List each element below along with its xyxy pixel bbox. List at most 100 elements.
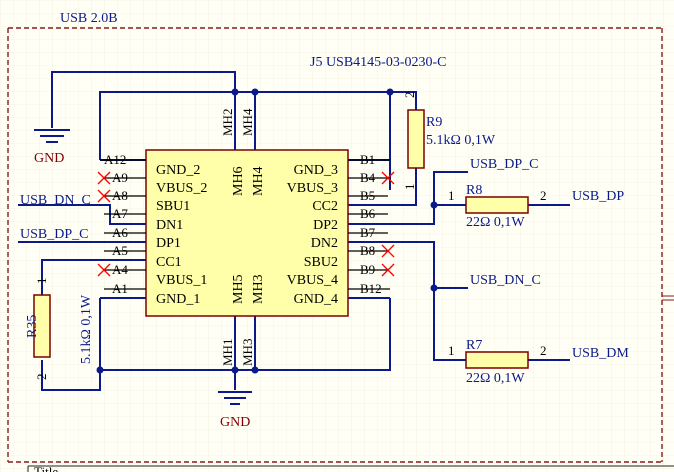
connector-body[interactable] [145, 149, 349, 317]
connector-designator-value: J5 USB4145-03-0230-C [310, 55, 447, 70]
junction [231, 88, 239, 96]
wire-a5 [41, 259, 146, 295]
r35-value: 5.1kΩ 0,1W [79, 294, 94, 364]
pin-name-cc1: CC1 [156, 255, 182, 270]
junction [96, 366, 104, 374]
resistor-r35[interactable] [33, 294, 51, 358]
pin-num-a9: A9 [112, 170, 128, 185]
r9-pin2: 2 [402, 92, 417, 99]
net-label-usb-dp-c-left[interactable]: USB_DP_C [20, 227, 88, 242]
title-block-label: Title [34, 464, 58, 472]
top-pin-mh4: MH4 [240, 108, 255, 136]
sheet-region-border [7, 27, 663, 463]
pin-num-b9: B9 [360, 262, 375, 277]
gnd-symbol-bottom [218, 391, 252, 405]
net-label-usb-dn-c-left[interactable]: USB_DN_C [20, 193, 91, 208]
r8-ref: R8 [466, 183, 482, 198]
net-label-usb-dp[interactable]: USB_DP [572, 189, 624, 204]
pin-num-a4: A4 [112, 262, 128, 277]
net-label-usb-dp-c-right[interactable]: USB_DP_C [470, 157, 538, 172]
no-connect-markers [97, 171, 395, 277]
junction [231, 366, 239, 374]
pin-name-vbus1: VBUS_1 [156, 273, 207, 288]
r35-ref: R35 [25, 315, 40, 338]
pin-num-a7: A7 [112, 206, 128, 221]
border-ticks [662, 295, 674, 301]
resistor-r9[interactable] [407, 109, 425, 169]
pin-num-b8: B8 [360, 243, 375, 258]
nc-a4 [97, 263, 111, 277]
inner-label-mh3: MH3 [251, 274, 266, 304]
pin-name-gnd2: GND_2 [156, 163, 200, 178]
r8-pin2: 2 [540, 188, 547, 203]
r9-value: 5.1kΩ 0,1W [426, 133, 496, 148]
bottom-pin-mh1: MH1 [220, 339, 235, 366]
title-block: Title [27, 464, 674, 472]
pin-num-b5: B5 [360, 188, 375, 203]
nc-b4 [381, 171, 395, 185]
r7-value: 22Ω 0,1W [466, 371, 525, 386]
right-pins: B1 B4 B5 B6 B7 B8 B9 B12 GND_3 VBUS_3 CC… [287, 152, 390, 307]
pin-name-gnd4: GND_4 [294, 292, 338, 307]
inner-label-mh4: MH4 [251, 166, 266, 196]
r8-value: 22Ω 0,1W [466, 215, 525, 230]
gnd-symbol-top [34, 129, 70, 143]
net-label-usb-dm[interactable]: USB_DM [572, 346, 629, 361]
nc-a9 [97, 171, 111, 185]
resistor-r7[interactable] [465, 351, 529, 369]
wire-top-bus [99, 91, 391, 190]
pin-name-sbu1: SBU1 [156, 199, 190, 214]
pin-num-a12: A12 [104, 152, 126, 167]
pin-num-a6: A6 [112, 225, 128, 240]
resistor-r8[interactable] [465, 196, 529, 214]
nc-a8 [97, 189, 111, 203]
top-pin-mh2: MH2 [220, 109, 235, 136]
junction [386, 88, 394, 96]
pin-name-dp2: DP2 [313, 218, 338, 233]
r35-pin2: 2 [34, 374, 49, 381]
pin-name-dp1: DP1 [156, 236, 181, 251]
region-label: USB 2.0B [60, 11, 118, 26]
pin-name-dn1: DN1 [156, 218, 183, 233]
pin-num-b4: B4 [360, 170, 376, 185]
r9-pin1: 1 [402, 184, 417, 191]
pin-name-cc2: CC2 [312, 199, 338, 214]
pin-num-b7: B7 [360, 225, 376, 240]
gnd-label-top: GND [34, 151, 64, 166]
pin-name-gnd3: GND_3 [294, 163, 338, 178]
wire-r35-bottom [41, 360, 101, 391]
gnd-label-bottom: GND [220, 415, 250, 430]
wire-b7 [348, 241, 466, 361]
r7-pin2: 2 [540, 343, 547, 358]
inner-label-mh6: MH6 [231, 166, 246, 196]
r7-pin1: 1 [448, 343, 455, 358]
junction [430, 284, 438, 292]
pin-num-b6: B6 [360, 206, 376, 221]
wire-b6 [348, 171, 468, 225]
wire-r9-top [390, 91, 417, 110]
r35-pin1: 1 [34, 278, 49, 285]
nc-b8 [381, 244, 395, 258]
pin-num-b12: B12 [360, 281, 382, 296]
pin-name-dn2: DN2 [311, 236, 338, 251]
r8-pin1: 1 [448, 188, 455, 203]
pin-num-a8: A8 [112, 188, 128, 203]
r9-ref: R9 [426, 115, 442, 130]
bottom-pin-mh3: MH3 [240, 339, 255, 366]
inner-label-mh5: MH5 [231, 274, 246, 304]
pin-name-sbu2: SBU2 [304, 255, 338, 270]
junction [251, 88, 259, 96]
junction [251, 366, 259, 374]
net-label-usb-dn-c-right[interactable]: USB_DN_C [470, 273, 541, 288]
pin-num-b1: B1 [360, 152, 375, 167]
junction [430, 201, 438, 209]
junctions [96, 88, 438, 374]
pin-num-a5: A5 [112, 243, 128, 258]
pin-name-vbus3: VBUS_3 [287, 181, 338, 196]
pin-num-a1: A1 [112, 281, 128, 296]
wire-r9-bottom [348, 168, 417, 206]
pin-name-vbus2: VBUS_2 [156, 181, 207, 196]
wire-gnd-top [51, 71, 236, 128]
wire-bottom-bus [99, 298, 391, 371]
